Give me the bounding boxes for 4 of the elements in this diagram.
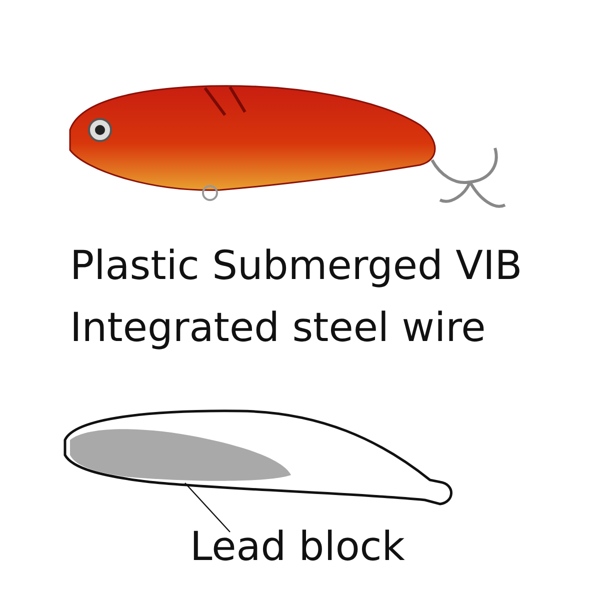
- leader-line: [184, 482, 230, 532]
- product-title: Integrated steel wire: [70, 306, 486, 350]
- part-label: Lead block: [190, 525, 405, 569]
- product-title: Plastic Submerged VIB: [70, 244, 522, 288]
